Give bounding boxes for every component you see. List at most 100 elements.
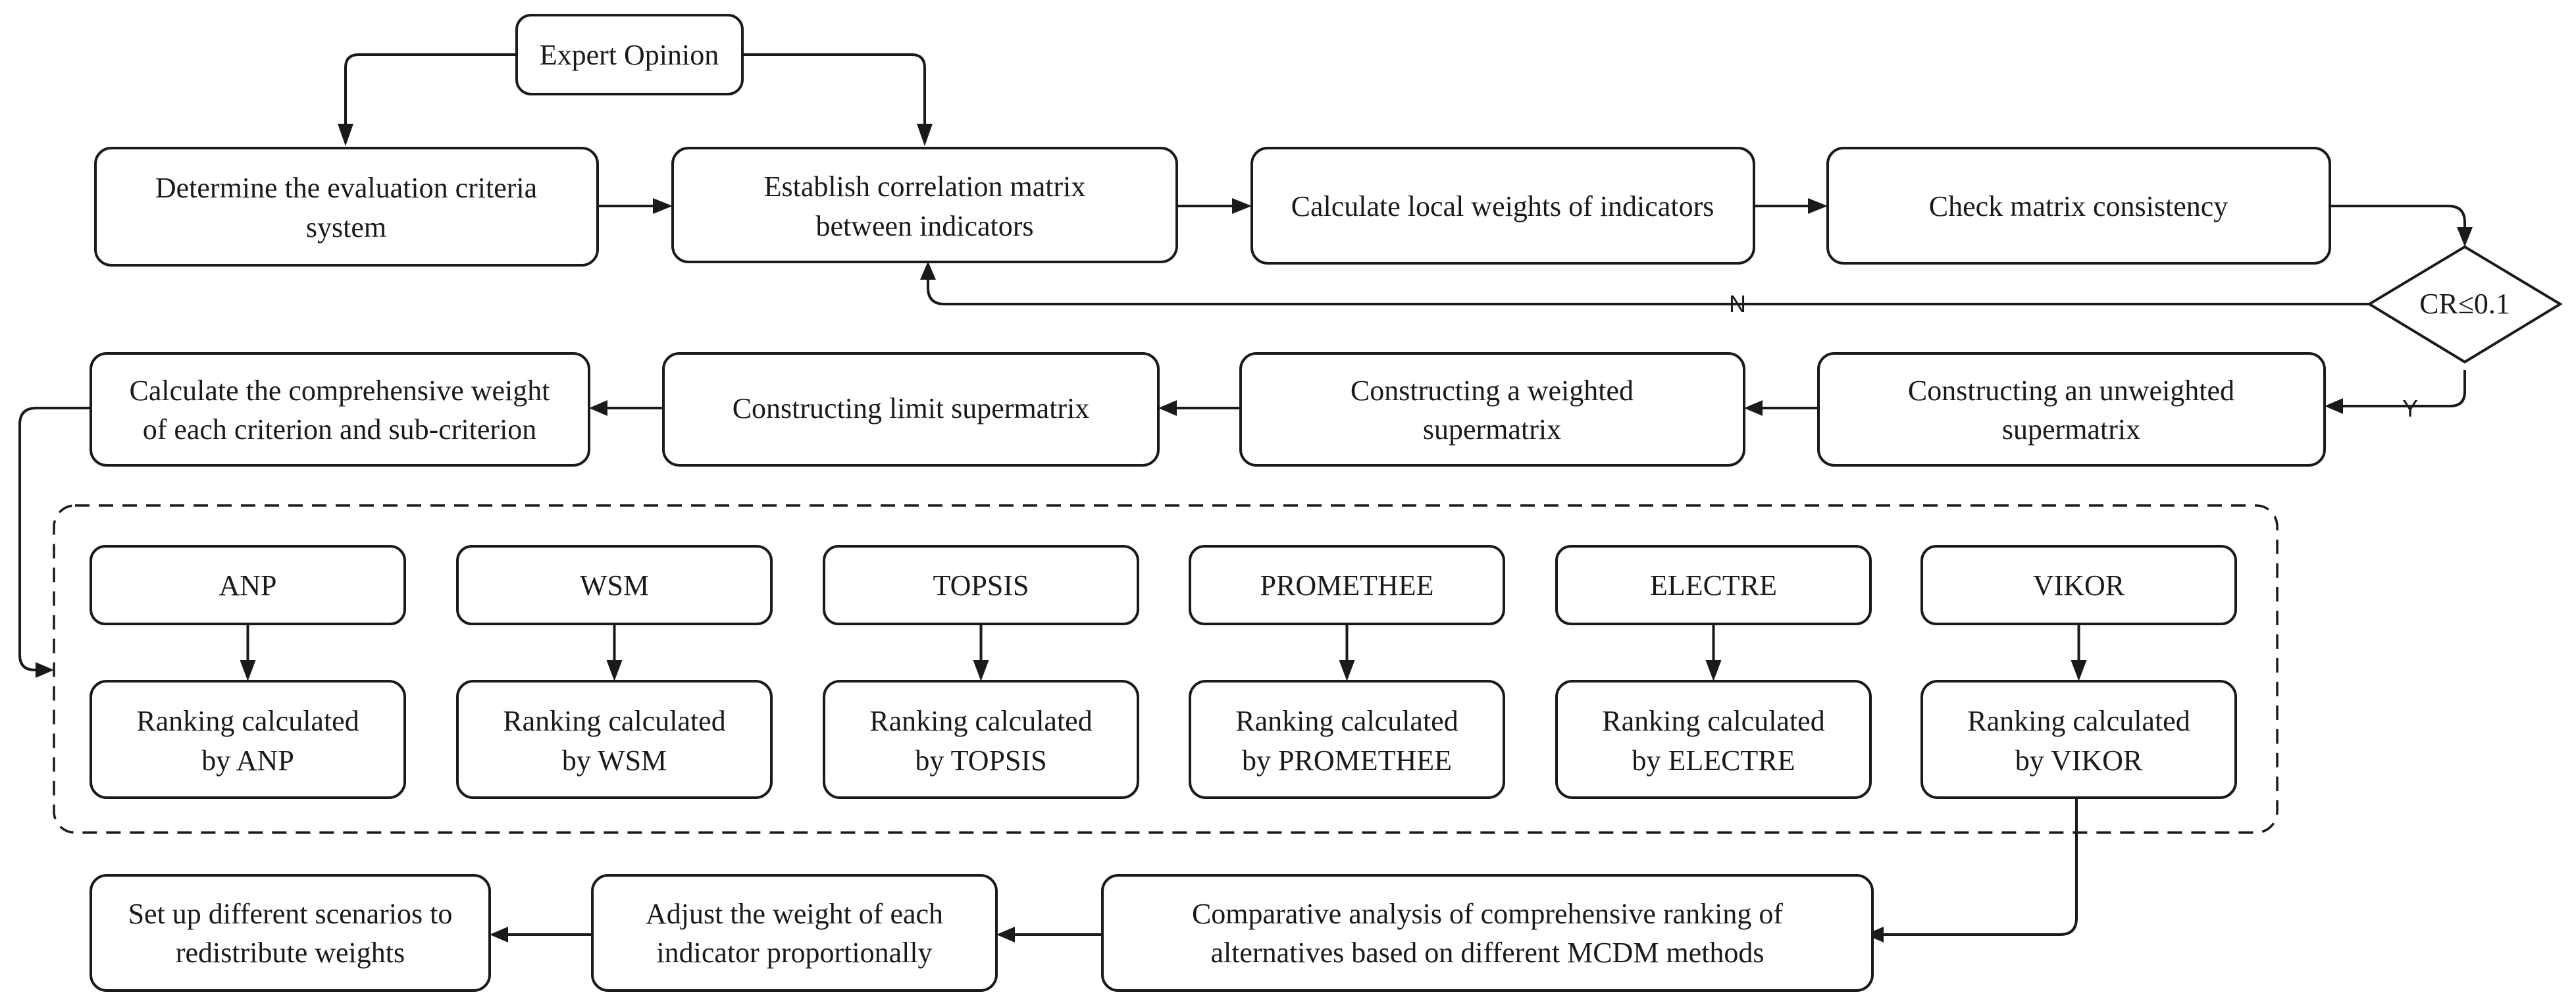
node-label: Constructing an unweighted bbox=[1908, 374, 2234, 407]
node-unweighted-supermatrix: Constructing an unweighted supermatrix bbox=[1817, 352, 2326, 467]
node-determine-criteria: Determine the evaluation criteria system bbox=[94, 147, 599, 267]
method-anp: ANP bbox=[90, 545, 406, 625]
ranking-promethee: Ranking calculated by PROMETHEE bbox=[1189, 680, 1505, 799]
arrowhead bbox=[917, 124, 933, 146]
node-comparative-analysis: Comparative analysis of comprehensive ra… bbox=[1101, 874, 1874, 992]
arrowhead bbox=[1158, 400, 1177, 416]
method-label: ANP bbox=[219, 569, 276, 602]
arrowhead bbox=[1705, 660, 1722, 681]
node-label: CR≤0.1 bbox=[2419, 288, 2510, 320]
arrowhead bbox=[2457, 227, 2473, 247]
ranking-label: by ELECTRE bbox=[1632, 744, 1795, 777]
node-label: Adjust the weight of each bbox=[646, 898, 943, 930]
ranking-label: by WSM bbox=[562, 744, 667, 777]
ranking-electre: Ranking calculated by ELECTRE bbox=[1555, 680, 1872, 799]
edge-expert-to-correlation bbox=[742, 53, 926, 135]
method-label: ELECTRE bbox=[1650, 569, 1777, 602]
node-label: of each criterion and sub-criterion bbox=[143, 413, 537, 446]
arrowhead bbox=[1808, 198, 1828, 214]
arrowhead bbox=[589, 400, 607, 416]
methods-layer: ANP Ranking calculated by ANP WSM Ranking ca… bbox=[90, 545, 2237, 799]
node-label: Constructing a weighted bbox=[1351, 374, 1634, 407]
node-correlation-matrix: Establish correlation matrix between ind… bbox=[671, 147, 1178, 263]
arrowhead bbox=[2071, 660, 2087, 681]
node-label: Determine the evaluation criteria bbox=[155, 172, 537, 204]
arrowhead bbox=[240, 660, 256, 681]
edge-expert-to-criteria bbox=[344, 53, 517, 135]
ranking-label: by PROMETHEE bbox=[1242, 744, 1452, 777]
node-label: between indicators bbox=[815, 210, 1033, 242]
arrowhead bbox=[653, 198, 673, 214]
node-label: alternatives based on different MCDM met… bbox=[1210, 937, 1764, 969]
node-comprehensive-weight: Calculate the comprehensive weight of ea… bbox=[90, 352, 590, 467]
method-label: TOPSIS bbox=[933, 569, 1029, 602]
node-label: indicator proportionally bbox=[656, 937, 932, 969]
arrowhead bbox=[338, 124, 353, 146]
edge-methods-to-comparative bbox=[1872, 798, 2078, 936]
ranking-anp: Ranking calculated by ANP bbox=[90, 680, 406, 799]
ranking-label: Ranking calculated bbox=[869, 705, 1092, 737]
ranking-label: Ranking calculated bbox=[136, 705, 359, 737]
node-label: redistribute weights bbox=[176, 937, 405, 969]
edge-label-yes: Y bbox=[2402, 395, 2418, 422]
arrowhead bbox=[2325, 398, 2343, 414]
ranking-label: by ANP bbox=[201, 744, 294, 777]
arrowhead bbox=[920, 261, 936, 280]
node-label: Establish correlation matrix bbox=[764, 170, 1086, 203]
node-label: Constructing limit supermatrix bbox=[733, 392, 1090, 425]
arrowhead bbox=[973, 660, 989, 681]
method-topsis: TOPSIS bbox=[823, 545, 1139, 625]
node-label: Calculate the comprehensive weight bbox=[130, 374, 550, 407]
method-electre: ELECTRE bbox=[1555, 545, 1872, 625]
edge-label-no: N bbox=[1729, 290, 1746, 317]
node-adjust-weight: Adjust the weight of each indicator prop… bbox=[591, 874, 998, 992]
method-promethee: PROMETHEE bbox=[1189, 545, 1505, 625]
arrowhead bbox=[606, 660, 623, 681]
connectors bbox=[18, 53, 2466, 936]
method-label: PROMETHEE bbox=[1260, 569, 1434, 602]
ranking-label: Ranking calculated bbox=[503, 705, 725, 737]
edge-decision-yes bbox=[2333, 370, 2466, 407]
ranking-label: Ranking calculated bbox=[1967, 705, 2190, 737]
node-limit-supermatrix: Constructing limit supermatrix bbox=[662, 352, 1160, 467]
method-wsm: WSM bbox=[456, 545, 773, 625]
arrowheads bbox=[36, 124, 2473, 942]
node-label: supermatrix bbox=[2002, 413, 2140, 446]
arrowhead bbox=[1744, 400, 1763, 416]
edge-comprehensive-to-methods bbox=[18, 407, 91, 671]
node-weighted-supermatrix: Constructing a weighted supermatrix bbox=[1239, 352, 1745, 467]
arrowhead bbox=[36, 662, 54, 678]
arrowhead bbox=[1865, 927, 1884, 942]
ranking-wsm: Ranking calculated by WSM bbox=[456, 680, 773, 799]
ranking-label: Ranking calculated bbox=[1602, 705, 1824, 737]
method-label: WSM bbox=[580, 569, 649, 602]
ranking-label: by VIKOR bbox=[2015, 744, 2143, 777]
edge-decision-no bbox=[927, 275, 2369, 305]
node-matrix-consistency: Check matrix consistency bbox=[1826, 147, 2331, 265]
node-expert-opinion: Expert Opinion bbox=[515, 14, 744, 95]
arrowhead bbox=[1232, 198, 1252, 214]
arrowhead bbox=[996, 927, 1015, 942]
node-set-scenarios: Set up different scenarios to redistribu… bbox=[90, 874, 491, 992]
edge-consistency-to-decision bbox=[2330, 205, 2466, 238]
node-label: Expert Opinion bbox=[540, 39, 719, 71]
ranking-topsis: Ranking calculated by TOPSIS bbox=[823, 680, 1139, 799]
ranking-vikor: Ranking calculated by VIKOR bbox=[1920, 680, 2237, 799]
method-edges bbox=[240, 624, 2087, 681]
node-decision-cr: CR≤0.1 bbox=[2367, 245, 2563, 364]
node-label: Check matrix consistency bbox=[1929, 190, 2228, 222]
node-label: Calculate local weights of indicators bbox=[1291, 190, 1714, 222]
node-label: Comparative analysis of comprehensive ra… bbox=[1192, 898, 1783, 930]
methods-group bbox=[53, 504, 2279, 834]
method-vikor: VIKOR bbox=[1920, 545, 2237, 625]
node-label: Set up different scenarios to bbox=[128, 898, 453, 930]
node-local-weights: Calculate local weights of indicators bbox=[1250, 147, 1755, 265]
method-label: VIKOR bbox=[2033, 569, 2125, 602]
ranking-label: Ranking calculated bbox=[1235, 705, 1458, 737]
node-label: system bbox=[306, 211, 386, 244]
node-label: supermatrix bbox=[1423, 413, 1561, 446]
arrowhead bbox=[490, 927, 508, 942]
arrowhead bbox=[1339, 660, 1355, 681]
ranking-label: by TOPSIS bbox=[915, 744, 1046, 777]
